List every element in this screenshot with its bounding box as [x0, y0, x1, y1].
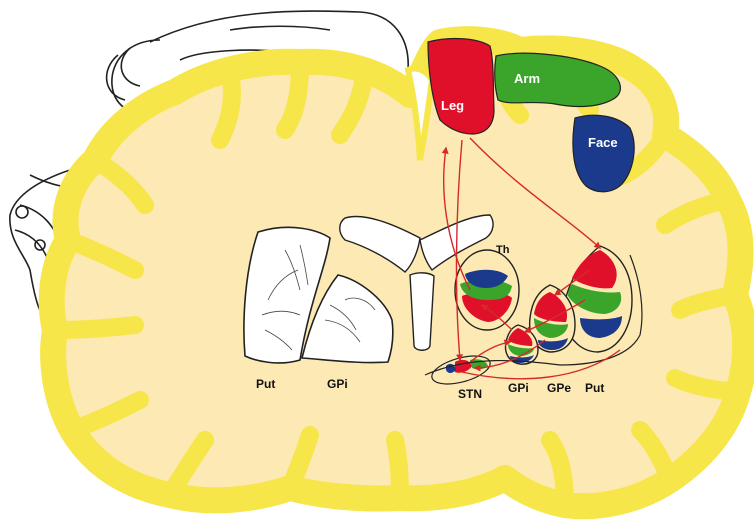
label-gpi-right: GPi	[508, 381, 529, 395]
face-region	[573, 115, 634, 192]
label-gpi-left: GPi	[327, 377, 348, 391]
third-ventricle	[410, 273, 434, 350]
label-face: Face	[588, 135, 618, 150]
label-put-right: Put	[585, 381, 604, 395]
label-leg: Leg	[441, 98, 464, 113]
label-thalamus: Th	[496, 244, 510, 256]
label-arm: Arm	[514, 71, 540, 86]
label-put-left: Put	[256, 377, 275, 391]
label-stn: STN	[458, 387, 482, 401]
label-gpe: GPe	[547, 381, 571, 395]
coronal-section	[52, 39, 745, 506]
